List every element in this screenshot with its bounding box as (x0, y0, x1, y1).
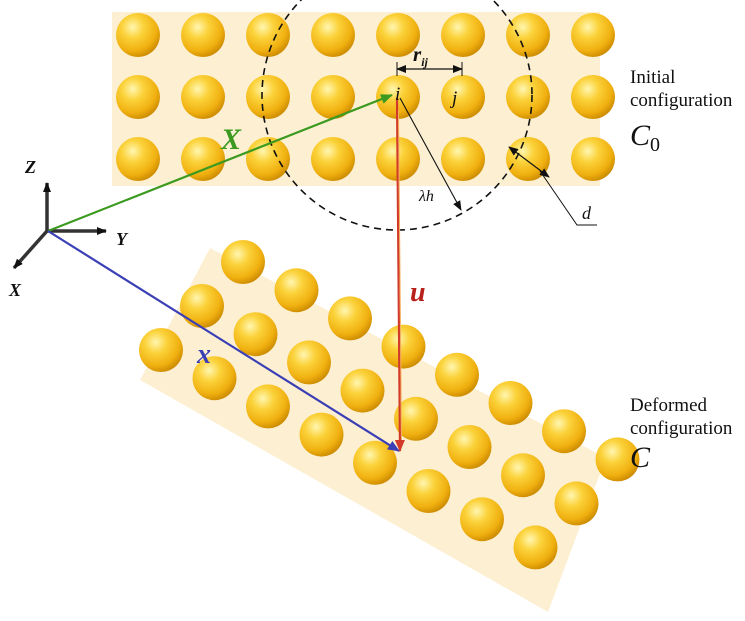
deformed-particle (513, 525, 558, 570)
initial-particle (376, 13, 420, 57)
initial-particle (116, 75, 160, 119)
deformed-particle (192, 356, 237, 401)
deformed-particle (488, 381, 533, 425)
deformed-particle (501, 453, 545, 498)
deformed-particle (394, 396, 438, 441)
current-position-label: x (196, 339, 211, 370)
horizon-radius-arrow (399, 97, 462, 211)
initial-particle (571, 13, 615, 57)
deformed-particle (299, 412, 344, 457)
initial-particle (116, 137, 160, 181)
initial-particle (311, 137, 355, 181)
initial-configuration-symbol: C0 (630, 118, 660, 157)
deformed-particle (406, 469, 451, 513)
initial-particle (116, 13, 160, 57)
deformed-particle (554, 481, 599, 526)
initial-particle (181, 137, 225, 181)
axis-x (12, 229, 49, 270)
deformed-configuration-symbol: C (630, 441, 651, 474)
axis-z-label: Z (24, 157, 36, 177)
deformed-particle (447, 425, 492, 469)
initial-position-label: X (220, 123, 242, 156)
deformed-particle (139, 328, 183, 372)
deformed-particle (353, 440, 397, 485)
initial-particle (311, 13, 355, 57)
deformed-particle (287, 340, 331, 385)
rij-label: rij (413, 42, 429, 69)
deformed-particle-grid (139, 240, 640, 570)
current-position-vector (47, 230, 400, 452)
initial-particle (246, 75, 290, 119)
initial-symbol-sub: 0 (650, 134, 661, 156)
initial-particle (246, 13, 290, 57)
initial-particle (311, 75, 355, 119)
initial-particle (376, 75, 420, 119)
initial-caption-line1: Initial (630, 67, 676, 88)
initial-particle (181, 13, 225, 57)
displacement-vector-highlight (398, 109, 402, 441)
deformed-caption-line1: Deformed (630, 395, 708, 416)
deformed-particle (381, 324, 426, 369)
displacement-label: u (410, 277, 426, 308)
horizon-circle (261, 0, 533, 231)
displacement-vector (394, 97, 405, 452)
deformed-configuration-caption: Deformed configuration (630, 394, 732, 440)
initial-particle (506, 75, 550, 119)
deformed-particle (180, 284, 224, 328)
initial-position-vector (47, 93, 393, 233)
particle-j-label: j (449, 88, 457, 109)
initial-caption-line2: configuration (630, 90, 733, 111)
rij-label-sub: ij (421, 55, 428, 69)
initial-particle (441, 13, 485, 57)
deformed-particle (435, 352, 479, 397)
initial-particle (506, 13, 550, 57)
deformed-caption-line2: configuration (630, 418, 733, 439)
initial-particle (441, 75, 485, 119)
initial-particle (571, 75, 615, 119)
diameter-label: d (582, 203, 592, 223)
diameter-leader (539, 170, 597, 226)
initial-particle (506, 137, 550, 181)
deformed-particle (274, 268, 319, 313)
diameter-arrow (508, 146, 550, 178)
initial-particle-grid (116, 13, 615, 181)
deformed-particle (340, 368, 385, 413)
rij-label-base: r (413, 42, 422, 66)
deformed-particle (233, 312, 278, 357)
initial-particle (441, 137, 485, 181)
deformed-particle (246, 384, 290, 429)
axis-x-label: X (8, 280, 22, 300)
horizon-label: λh (418, 188, 434, 205)
initial-particle (181, 75, 225, 119)
particle-i-label: i (395, 84, 400, 105)
deformed-particle (595, 437, 640, 482)
deformed-particle (328, 296, 372, 341)
deformed-particle (542, 409, 586, 454)
initial-symbol-base: C (630, 119, 651, 152)
initial-configuration-caption: Initial configuration (630, 66, 732, 112)
deformed-particle (460, 497, 504, 542)
deformed-particle (221, 240, 265, 284)
axis-y-label: Y (116, 229, 129, 249)
initial-particle (571, 137, 615, 181)
